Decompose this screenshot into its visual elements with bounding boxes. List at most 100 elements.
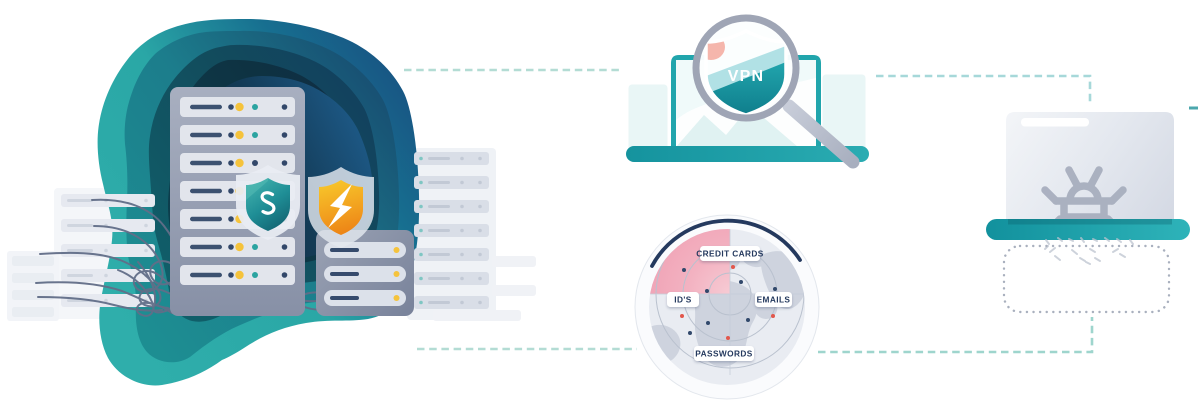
- background-rack-right-rect: [428, 253, 450, 256]
- server-rack-leds-rect: [190, 188, 222, 194]
- bug-path: [1041, 186, 1060, 205]
- server-rack-leds-rect: [190, 216, 222, 222]
- background-rack-right-circle: [419, 156, 423, 161]
- background-rack-right-rect: [428, 277, 450, 280]
- server-box-circle: [393, 271, 400, 277]
- bug-path: [1066, 182, 1102, 204]
- radar-dots-navy-circle: [706, 321, 710, 325]
- server-rack-leds-circle: [281, 244, 288, 250]
- brand-shield-icon: [236, 165, 300, 240]
- radar-labels-rect: [755, 292, 792, 307]
- radar-dots-red: [680, 265, 775, 340]
- threat-laptop-base: [986, 219, 1190, 240]
- background-rack-left-circle: [104, 298, 108, 303]
- server-rack-leds-circle: [228, 272, 234, 278]
- vpn-label: VPN: [728, 68, 765, 85]
- server-rack-leds-circle: [252, 104, 258, 110]
- background-rack-right-rect: [414, 296, 489, 309]
- radar-dots-navy-circle: [705, 289, 709, 293]
- background-rack-right-rect: [414, 248, 489, 261]
- dotted-bug-path: [1054, 255, 1061, 261]
- background-rack-right-circle: [460, 276, 464, 281]
- server-box-circle: [393, 295, 400, 301]
- dotted-bug-path: [1071, 249, 1078, 255]
- label-credit-cards: CREDIT CARDS: [696, 249, 764, 259]
- background-rack-far-left-rect: [12, 273, 54, 283]
- background-rack-right-circle: [460, 180, 464, 185]
- server-rack-leds-circle: [235, 102, 244, 112]
- server-rack-leds-rect: [190, 272, 222, 278]
- label-passwords: PASSWORDS: [695, 349, 752, 359]
- background-rack-left-rect: [61, 294, 155, 307]
- background-rack-right-rect: [428, 205, 450, 208]
- background-rack-right-rect: [414, 272, 489, 285]
- server-box-icon: [316, 230, 414, 316]
- server-rack-leds-circle: [228, 132, 234, 138]
- globe-top-arc: [650, 218, 802, 268]
- background-rack-right-circle: [478, 228, 482, 233]
- dotted-bug-path: [1049, 247, 1056, 253]
- threat-laptop-group: [986, 112, 1190, 314]
- radar-labels-rect: [667, 292, 699, 307]
- server-rack-leds-circle: [235, 130, 244, 140]
- background-rack-right-circle: [460, 156, 464, 161]
- laptop-base: [626, 146, 869, 162]
- background-rack-left-circle: [144, 198, 148, 203]
- server-rack-leds-circle: [228, 244, 234, 250]
- server-rack-leds-circle: [228, 104, 234, 110]
- background-rack-far-left-rect: [12, 256, 54, 266]
- radar-labels-rect: [700, 246, 760, 261]
- dotted-bug-path: [1079, 257, 1086, 262]
- background-rack-right-circle: [478, 204, 482, 209]
- server-box-circle: [393, 247, 400, 253]
- background-rack-right-circle: [478, 156, 482, 161]
- background-rack-right-circle: [419, 180, 423, 185]
- background-rack-left-circle: [144, 248, 148, 253]
- threat-laptop-icon: [986, 112, 1190, 240]
- background-rack-left-rect: [67, 199, 93, 202]
- connector-top-right: [876, 74, 1092, 104]
- radar-dots-navy-circle: [739, 280, 743, 284]
- vpn-laptop-group: VPN: [625, 14, 869, 169]
- background-rack-right-circle: [460, 228, 464, 233]
- radar-dots-navy-circle: [682, 268, 686, 272]
- background-rack-right-circle: [419, 276, 423, 281]
- bug-path: [1108, 186, 1127, 205]
- server-rack-leds-rect: [190, 132, 222, 138]
- dotted-bug-path: [1068, 238, 1074, 242]
- bug-path: [1065, 166, 1081, 189]
- server-rack-leds-circle: [252, 160, 258, 166]
- background-rack-right-circle: [460, 204, 464, 209]
- flash-shield-icon: [308, 167, 374, 248]
- radar-dots-red-circle: [731, 265, 735, 269]
- dotted-bug-path: [1116, 238, 1122, 243]
- radar-labels: CREDIT CARDS ID'S EMAILS PASSWORDS: [667, 246, 792, 361]
- background-rack-right-circle: [460, 300, 464, 305]
- threat-laptop-screen: [1006, 112, 1174, 228]
- server-rack-leds-circle: [281, 132, 288, 138]
- dotted-bug-icon: [1044, 237, 1134, 265]
- dotted-bug-path: [1094, 257, 1101, 262]
- speed-streaks-rect: [492, 285, 536, 296]
- dotted-bug-path: [1057, 237, 1063, 242]
- dotted-bug-path: [1129, 239, 1134, 245]
- tablet-left-icon: [625, 81, 671, 159]
- speed-streaks-rect: [433, 310, 521, 321]
- background-rack-far-left-panel: [7, 251, 59, 321]
- background-rack-far-left-rect: [12, 290, 54, 300]
- radar-dots-navy-circle: [746, 318, 750, 322]
- background-rack-right-circle: [478, 252, 482, 257]
- background-rack-right-circle: [419, 204, 423, 209]
- background-rack-right-circle: [419, 228, 423, 233]
- server-box-rect: [330, 272, 359, 276]
- background-rack-right-circle: [478, 276, 482, 281]
- dotted-bug-path: [1112, 248, 1119, 253]
- server-rack-leds-circle: [252, 244, 258, 250]
- server-rack-leds-circle: [235, 270, 244, 280]
- background-rack-right-rect: [428, 301, 450, 304]
- label-emails: EMAILS: [757, 295, 791, 305]
- server-box-rows-rect: [324, 290, 406, 306]
- dotted-bug-path: [1045, 239, 1050, 245]
